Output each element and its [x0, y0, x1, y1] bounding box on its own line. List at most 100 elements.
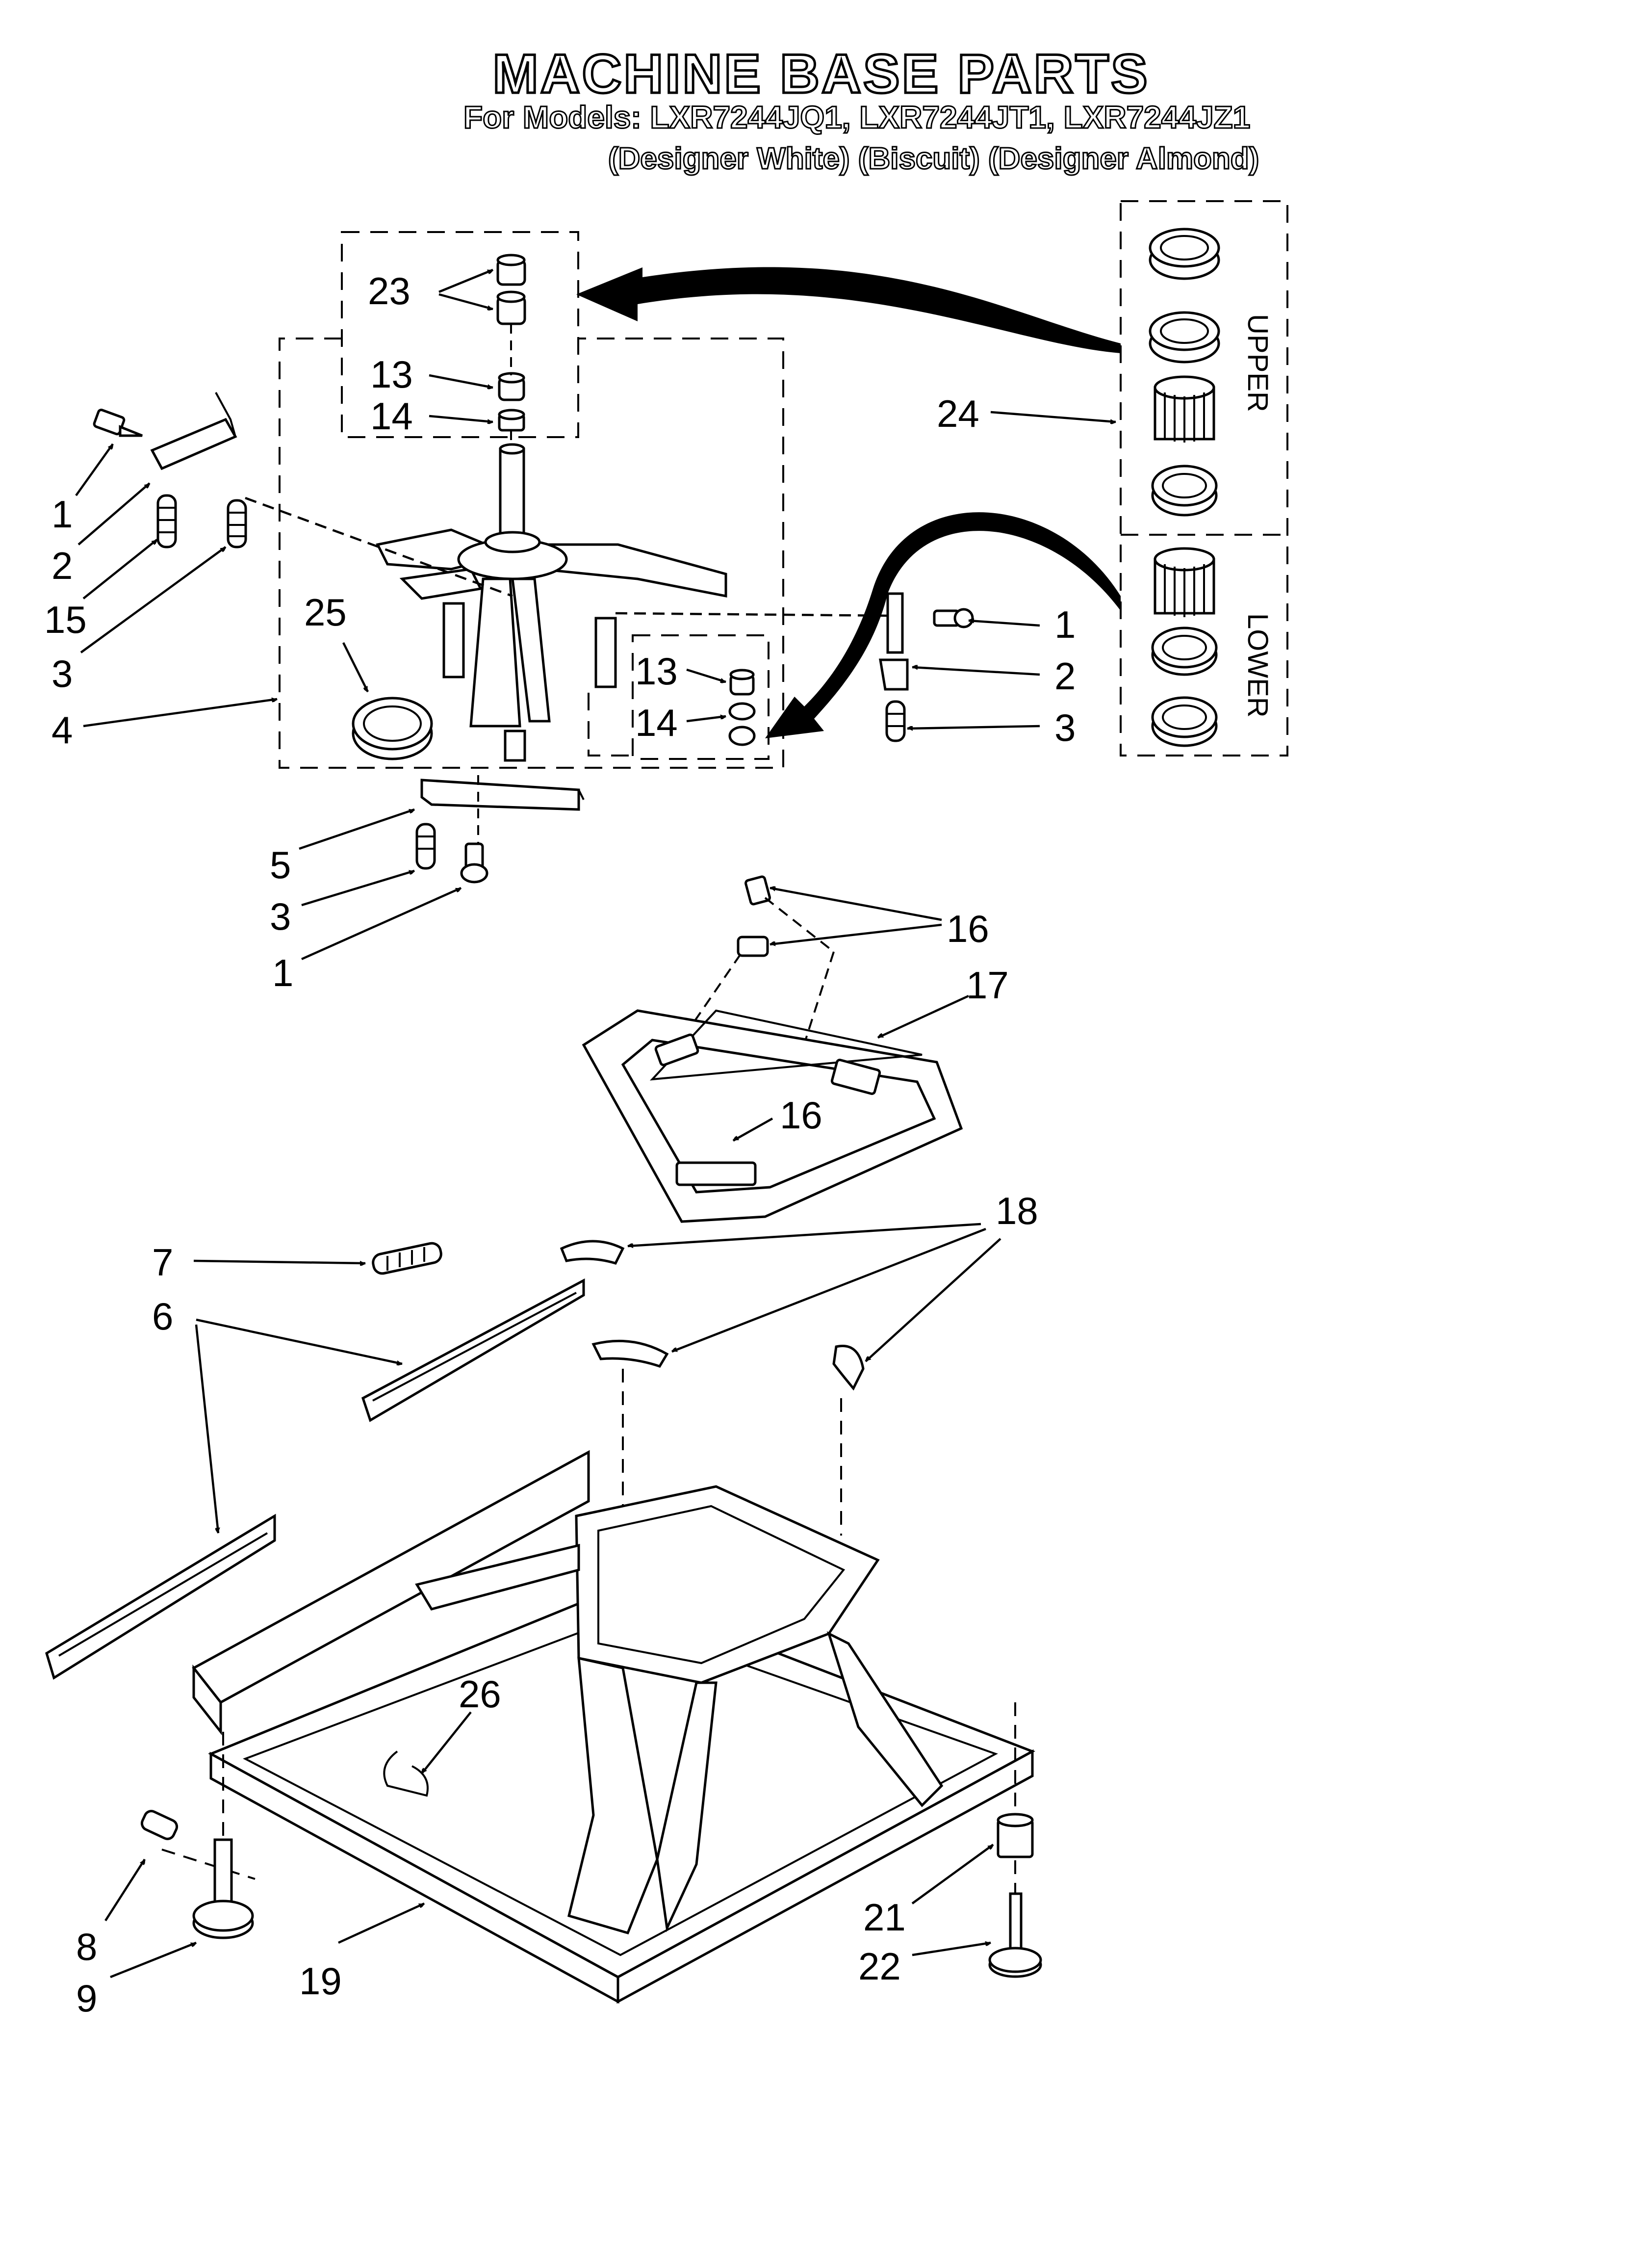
transmission-post-right: [594, 617, 617, 688]
left-bolt-1: [93, 409, 143, 437]
spider-arm-back: [399, 568, 483, 600]
upper-splined-gear: [1154, 375, 1215, 443]
upper-arrow: [576, 267, 1121, 353]
bushing-13: [498, 372, 525, 401]
left-damper-3: [227, 499, 247, 548]
washer-14-lower-b: [728, 726, 756, 746]
rail-6-lower: [45, 1513, 276, 1680]
page-title: MACHINE BASE PARTS: [491, 43, 1150, 104]
right-mounting-bracket: [886, 592, 904, 654]
leader-lines: [75, 268, 1116, 1979]
transmission-leg-center: [469, 577, 521, 728]
tower-leg-front: [567, 1656, 659, 1935]
clip-18-a: [560, 1240, 625, 1265]
rail-6-upper: [361, 1278, 585, 1422]
bushing-23a: [496, 254, 526, 286]
transmission-box: [279, 338, 784, 769]
bottom-bracket-group: [415, 775, 585, 884]
mount-line-right: [615, 612, 891, 617]
callout-14-upper: 14: [370, 394, 413, 438]
drive-shaft: [499, 447, 525, 544]
callout-17: 17: [966, 964, 1009, 1007]
right-bracket-group: [879, 592, 974, 742]
lower-mounting-bracket: [420, 779, 580, 811]
right-bracket-foot: [879, 658, 909, 691]
clip-16-b: [737, 936, 769, 957]
callout-2-right: 2: [1054, 654, 1076, 698]
transmission-bottom: [504, 730, 526, 762]
foot-sleeve-21: [997, 1813, 1034, 1858]
inset-box: [1120, 200, 1288, 756]
foot-pad-8: [140, 1810, 179, 1840]
left-mounting-bracket: [150, 417, 237, 470]
callout-16-lower: 16: [780, 1094, 822, 1137]
clips-18: [560, 1240, 865, 1683]
lower-label: LOWER: [1242, 613, 1274, 718]
spring-7: [372, 1242, 442, 1275]
models-line: For Models: LXR7244JQ1, LXR7244JT1, LXR7…: [462, 100, 1251, 135]
bushing-stack-lower: [728, 669, 756, 746]
top-assembly-boxes: [279, 231, 784, 769]
callout-7: 7: [152, 1241, 173, 1284]
callout-1-bottom: 1: [272, 951, 293, 994]
upper-seal-1: [1149, 228, 1220, 280]
callout-3-bottom: 3: [270, 895, 291, 938]
colors-line: (Designer White) (Biscuit) (Designer Alm…: [607, 142, 1259, 176]
lower-bushing-box: [632, 634, 770, 760]
clip-18-c: [832, 1345, 865, 1391]
callout-4: 4: [51, 708, 73, 752]
upper-seal-2: [1149, 311, 1220, 364]
clip-16-a: [744, 875, 771, 906]
callout-1-left: 1: [51, 493, 73, 536]
lower-arrow: [765, 512, 1121, 738]
middle-panel-group: [582, 875, 963, 1223]
callout-5: 5: [270, 843, 291, 886]
bushing-stack-upper: [496, 254, 526, 446]
callout-3-left: 3: [51, 652, 73, 695]
callout-18: 18: [996, 1189, 1038, 1232]
callout-24: 24: [937, 392, 979, 435]
seal-ring-25: [352, 697, 433, 760]
washer-14-lower-a: [728, 702, 756, 721]
machine-base-frame-19: [161, 1450, 1035, 2004]
left-spring-15: [156, 494, 177, 548]
callout-9: 9: [76, 1977, 97, 2020]
callout-26: 26: [459, 1672, 501, 1716]
callout-19: 19: [299, 1959, 342, 2003]
right-bolt-1: [933, 608, 974, 628]
callout-13-upper: 13: [370, 353, 413, 396]
callout-22: 22: [858, 1945, 901, 1988]
diagram-header: MACHINE BASE PARTS For Models: LXR7244JQ…: [0, 0, 1642, 177]
clip-18-b: [591, 1339, 669, 1368]
callout-21: 21: [863, 1896, 906, 1939]
tower-leg-mid: [656, 1681, 718, 1932]
callout-3-right: 3: [1054, 706, 1076, 749]
foot-right: [988, 1702, 1042, 1978]
bushing-detail-box: [341, 231, 579, 438]
callout-14-lower: 14: [635, 701, 678, 744]
upper-lower-inset: UPPER LOWER: [1120, 200, 1288, 756]
spider-arm-right: [538, 543, 727, 598]
callout-13-lower: 13: [635, 650, 678, 693]
mount-line-left: [245, 496, 513, 598]
base-back-corner: [192, 1664, 222, 1736]
box-joint: [588, 693, 633, 756]
bushing-23b: [496, 290, 526, 325]
tower-leg-right: [826, 1631, 944, 1807]
transmission-post-left: [442, 602, 465, 678]
inset-arrows: [576, 267, 1121, 738]
callout-15: 15: [44, 598, 87, 641]
lower-bolt-1: [460, 842, 488, 884]
callout-1-right: 1: [1054, 603, 1076, 646]
washer-14: [498, 409, 525, 432]
callout-23: 23: [368, 269, 410, 313]
lower-splined-gear: [1154, 547, 1215, 617]
foot-left: [140, 1810, 254, 1939]
lower-washer-1: [1151, 626, 1218, 676]
bushing-13-lower: [729, 669, 755, 696]
base-front-right-rail: [616, 1749, 1034, 2004]
callout-25: 25: [304, 591, 347, 634]
foot-leveler-22: [988, 1892, 1042, 1978]
tower-brace-left: [415, 1543, 580, 1611]
